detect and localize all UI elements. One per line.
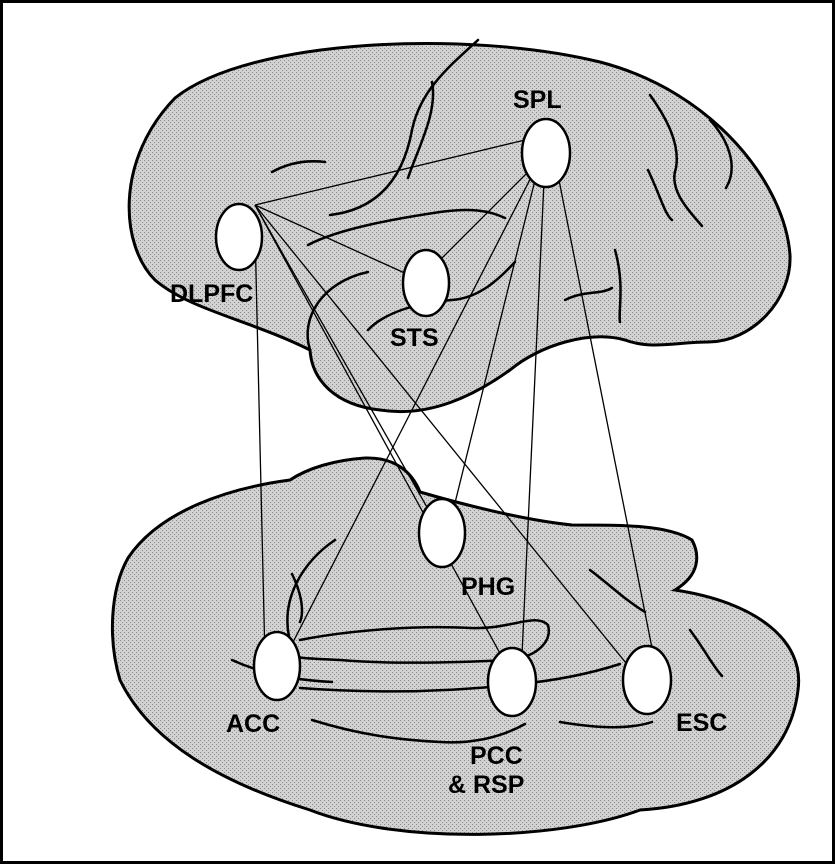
connection-dlpfc-acc [254, 229, 266, 661]
phg-node [417, 497, 467, 569]
spl-node [520, 117, 572, 189]
connection-lines [254, 139, 653, 669]
connection-spl-pcc [521, 159, 546, 656]
lateral-sulci [270, 38, 733, 352]
connection-spl-sts [427, 159, 541, 273]
sts-node [401, 248, 451, 318]
pcc-rsp-node [486, 646, 538, 718]
connection-dlpfc-esc [254, 204, 631, 669]
connection-spl-esc [554, 159, 653, 649]
dlpfc-node [214, 202, 264, 272]
connection-spl-acc [289, 159, 541, 649]
esc-node [621, 644, 673, 716]
rsp-label: & RSP [448, 771, 524, 799]
spl-label: SPL [513, 86, 562, 114]
phg-label: PHG [461, 573, 515, 601]
connection-dlpfc-sts [254, 204, 421, 281]
connection-dlpfc-pcc [254, 204, 509, 669]
connection-spl-phg [451, 159, 541, 516]
pcc-label: PCC [470, 742, 523, 770]
sts-label: STS [390, 324, 439, 352]
connection-dlpfc-phg [254, 204, 441, 531]
acc-node [252, 630, 302, 702]
esc-label: ESC [676, 709, 727, 737]
connection-dlpfc-spl [254, 139, 526, 206]
medial-cortex-outline [110, 456, 801, 836]
acc-label: ACC [226, 710, 280, 738]
lateral-cortex-outline [127, 42, 792, 414]
region-labels: SPL DLPFC STS PHG ACC PCC & RSP ESC [170, 86, 727, 799]
region-nodes [214, 117, 673, 718]
dlpfc-label: DLPFC [170, 280, 253, 308]
